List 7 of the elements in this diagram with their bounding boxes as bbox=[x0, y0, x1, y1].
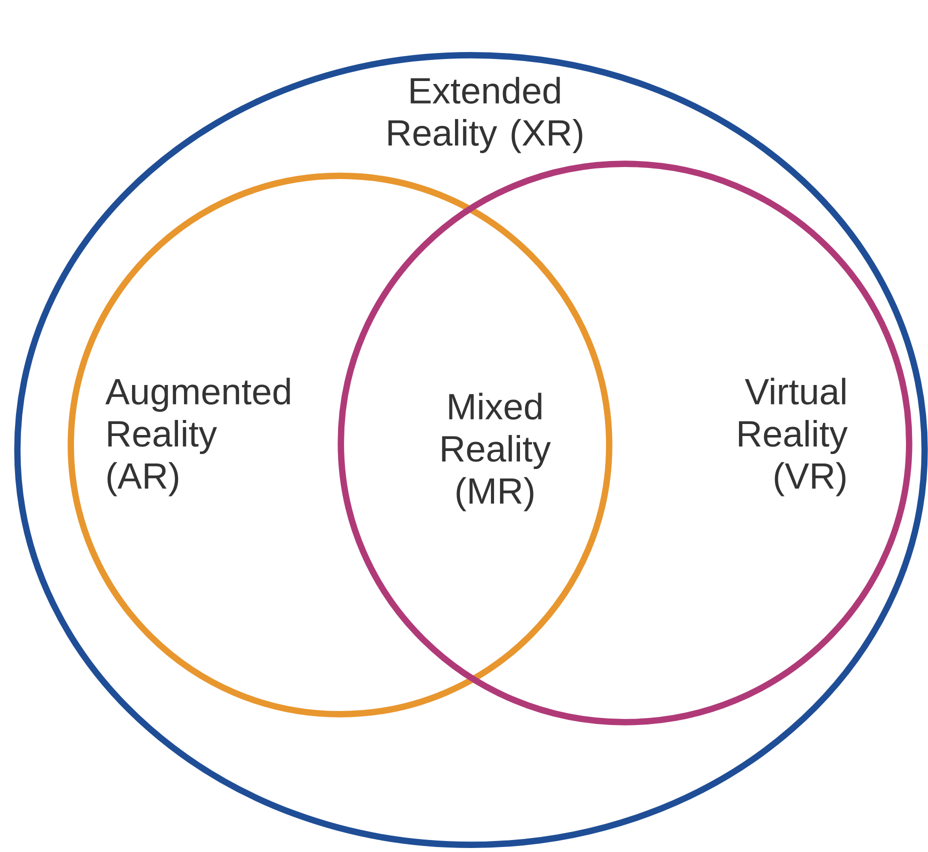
circle bbox=[68, 172, 612, 718]
node-label: Virtual Reality (VR) bbox=[738, 378, 848, 496]
circle bbox=[338, 160, 912, 726]
node-label: Augmented Reality (AR) bbox=[105, 378, 290, 496]
ellipse bbox=[14, 52, 928, 848]
node-label: Extended Reality (XR) bbox=[388, 76, 582, 154]
region-label: Mixed Reality (MR) bbox=[442, 392, 551, 512]
